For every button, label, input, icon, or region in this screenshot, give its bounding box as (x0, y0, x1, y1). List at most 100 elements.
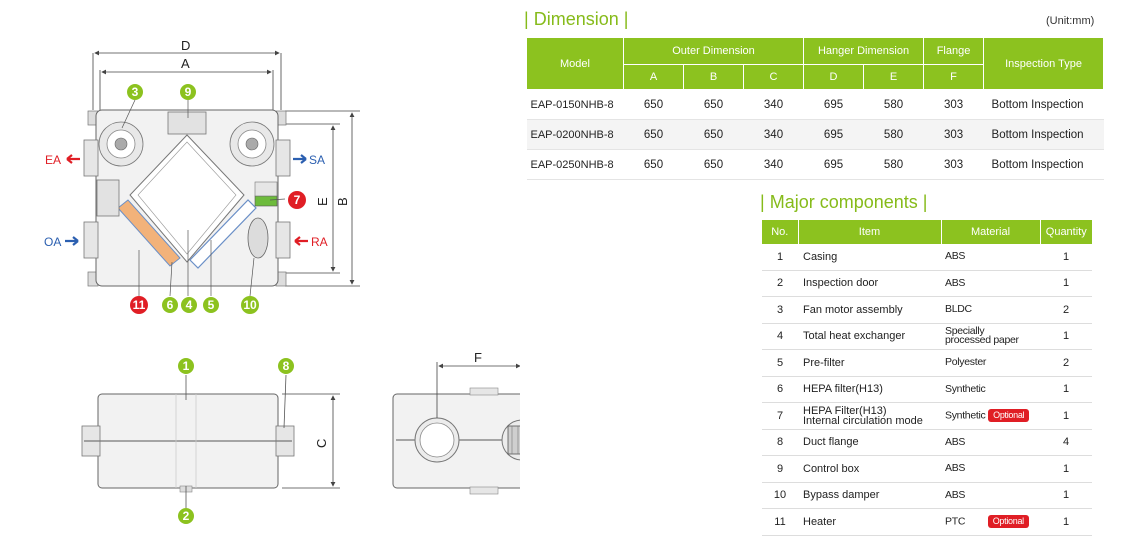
dimension-table: Model Outer Dimension Hanger Dimension F… (526, 37, 1105, 180)
airflow-sa: SA (293, 153, 325, 167)
material-line-1: Specially (945, 325, 985, 338)
dim-label-e: E (315, 197, 330, 206)
header-item: Item (798, 220, 942, 244)
header-hanger-dimension: Hanger Dimension (803, 37, 925, 65)
airflow-oa: OA (44, 235, 79, 249)
header-flange: Flange (923, 37, 985, 65)
cell-f: 303 (923, 119, 984, 150)
cell-no: 5 (762, 349, 798, 377)
cell-d: 695 (803, 119, 864, 150)
cell-no: 11 (762, 508, 798, 536)
cell-material: Specially processed paper (941, 323, 1040, 350)
svg-text:5: 5 (208, 298, 215, 312)
item-line-2: Internal circulation mode (803, 414, 923, 427)
callout-1: 1 (178, 358, 194, 374)
svg-text:1: 1 (183, 359, 190, 373)
table-row: 1 Casing ABS 1 (762, 244, 1092, 271)
callout-10: 10 (241, 296, 259, 314)
cell-quantity: 4 (1040, 429, 1092, 456)
table-row: 9 Control box ABS 1 (762, 455, 1092, 483)
cell-material: ABS (941, 244, 1040, 271)
airflow-label-oa: OA (44, 235, 61, 249)
cell-model: EAP-0200NHB-8 (526, 119, 624, 150)
cell-quantity: 1 (1040, 508, 1092, 536)
top-view-unit (83, 109, 291, 287)
cell-b: 650 (683, 149, 744, 180)
dimension-lines-front-view (436, 362, 520, 418)
header-inspection-type: Inspection Type (983, 37, 1105, 90)
callout-8: 8 (278, 358, 294, 374)
dim-label-d: D (181, 38, 190, 53)
header-d: D (803, 64, 865, 90)
table-row: 3 Fan motor assembly BLDC 2 (762, 296, 1092, 324)
cell-inspection: Bottom Inspection (983, 119, 1104, 150)
cell-material: Synthetic Optional (941, 402, 1040, 430)
cell-no: 10 (762, 482, 798, 509)
cell-b: 650 (683, 89, 744, 120)
cell-material: ABS (941, 455, 1040, 483)
dimension-unit: (Unit:mm) (1046, 15, 1095, 27)
optional-badge: Optional (987, 515, 1029, 529)
front-view-unit (392, 387, 520, 495)
callout-3: 3 (127, 84, 143, 100)
cell-e: 580 (863, 119, 924, 150)
callout-4: 4 (181, 297, 197, 313)
cell-quantity: 1 (1040, 376, 1092, 403)
header-e: E (863, 64, 925, 90)
product-diagram: D A B E (44, 38, 520, 524)
cell-quantity: 1 (1040, 244, 1092, 271)
cell-no: 6 (762, 376, 798, 403)
cell-material: BLDC (941, 296, 1040, 324)
dimension-lines-side-view (185, 374, 340, 508)
airflow-label-ra: RA (311, 235, 328, 249)
material-text: PTC (945, 515, 966, 528)
cell-c: 340 (743, 89, 804, 120)
svg-text:6: 6 (167, 298, 174, 312)
cell-a: 650 (623, 149, 684, 180)
cell-no: 9 (762, 455, 798, 483)
callout-2: 2 (178, 508, 194, 524)
airflow-label-ea: EA (45, 153, 61, 167)
material-text: Synthetic (945, 409, 986, 422)
callout-7: 7 (288, 191, 306, 209)
cell-item: Total heat exchanger (798, 323, 941, 350)
airflow-ea: EA (45, 153, 80, 167)
cell-item: HEPA filter(H13) (798, 376, 941, 403)
dimension-title: | Dimension | (524, 9, 629, 29)
airflow-label-sa: SA (309, 153, 325, 167)
cell-quantity: 2 (1040, 349, 1092, 377)
side-view-unit (81, 393, 295, 493)
cell-d: 695 (803, 89, 864, 120)
cell-no: 3 (762, 296, 798, 324)
table-row: 8 Duct flange ABS 4 (762, 429, 1092, 456)
dim-label-a: A (181, 56, 190, 71)
cell-item: Casing (798, 244, 941, 271)
cell-e: 580 (863, 149, 924, 180)
header-a: A (623, 64, 684, 90)
cell-item: Fan motor assembly (798, 296, 941, 324)
table-row: 4 Total heat exchanger Specially process… (762, 323, 1092, 350)
callout-6: 6 (162, 297, 178, 313)
svg-text:3: 3 (132, 85, 139, 99)
cell-material: ABS (941, 270, 1040, 297)
svg-text:7: 7 (294, 193, 301, 207)
svg-text:4: 4 (186, 298, 193, 312)
svg-text:10: 10 (243, 298, 257, 312)
cell-material: ABS (941, 429, 1040, 456)
dim-label-b: B (335, 197, 350, 206)
table-row: 2 Inspection door ABS 1 (762, 270, 1092, 297)
cell-b: 650 (683, 119, 744, 150)
header-b: B (683, 64, 744, 90)
cell-inspection: Bottom Inspection (983, 149, 1104, 180)
cell-quantity: 1 (1040, 270, 1092, 297)
cell-material: Polyester (941, 349, 1040, 377)
callout-11: 11 (130, 296, 148, 314)
item-line-1: HEPA Filter(H13) (803, 404, 887, 417)
header-quantity: Quantity (1040, 220, 1092, 244)
table-row: 10 Bypass damper ABS 1 (762, 482, 1092, 509)
cell-item: Duct flange (798, 429, 941, 456)
table-row: 6 HEPA filter(H13) Synthetic 1 (762, 376, 1092, 403)
cell-item: Inspection door (798, 270, 941, 297)
callout-5: 5 (203, 297, 219, 313)
components-title: | Major components | (760, 192, 928, 212)
